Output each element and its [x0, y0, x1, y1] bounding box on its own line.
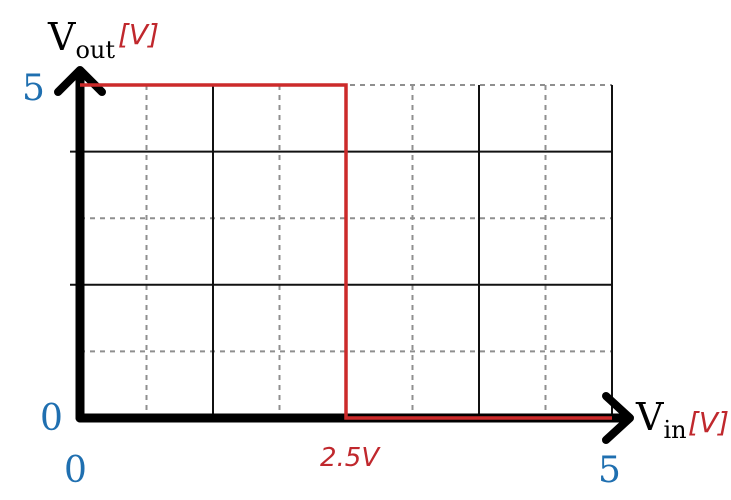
y-tick-label-bottom: 0 — [40, 398, 63, 439]
major-grid — [70, 85, 613, 418]
y-axis-label-sub: out — [75, 36, 115, 64]
y-tick-label-top: 5 — [22, 68, 45, 109]
x-axis-label-sub: in — [663, 416, 686, 444]
x-axis-unit: [V] — [688, 406, 729, 439]
y-axis-unit: [V] — [118, 18, 159, 51]
axes — [54, 66, 634, 444]
minor-grid — [80, 84, 612, 418]
threshold-annotation: 2.5V — [320, 443, 381, 473]
series-layer — [80, 83, 612, 420]
x-tick-label-left: 0 — [64, 450, 87, 491]
x-tick-label-right: 5 — [598, 450, 621, 491]
series-line-0 — [80, 83, 612, 420]
y-axis-label: Vout — [47, 15, 115, 64]
x-axis-label-main: V — [635, 395, 664, 439]
x-axis-arrowhead — [602, 392, 634, 444]
x-axis-label: Vin — [635, 395, 687, 444]
y-axis-label-main: V — [47, 15, 76, 59]
